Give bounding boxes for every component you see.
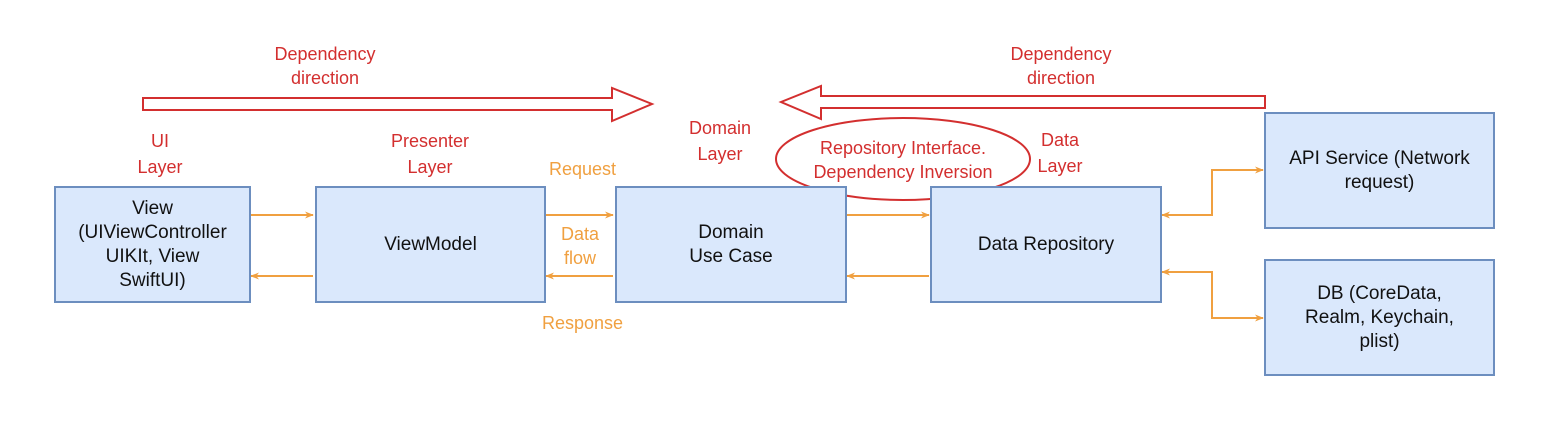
domain-use-case-box: Domain Use Case	[615, 186, 847, 303]
response-label: Response	[541, 313, 624, 333]
view-box: View (UIViewController UIKIt, View Swift…	[54, 186, 251, 303]
dependency-arrow-left	[778, 84, 1266, 121]
data-repository-box: Data Repository	[930, 186, 1162, 303]
arrow-repository-api	[1161, 166, 1264, 219]
dependency-direction-label-right: Dependency direction	[1010, 44, 1112, 88]
dependency-arrow-right	[142, 86, 655, 123]
dependency-direction-label-left: Dependency direction	[274, 44, 376, 88]
ui-layer-label: UI Layer	[137, 131, 183, 177]
arrow-repository-db	[1161, 268, 1264, 322]
data-layer-label: Data Layer	[1037, 130, 1083, 176]
presenter-layer-label: Presenter Layer	[390, 131, 470, 177]
db-box: DB (CoreData, Realm, Keychain, plist)	[1264, 259, 1495, 376]
api-service-box: API Service (Network request)	[1264, 112, 1495, 229]
data-flow-label: Data flow	[560, 224, 600, 268]
repository-interface-ellipse	[775, 117, 1031, 201]
viewmodel-box: ViewModel	[315, 186, 546, 303]
repository-interface-note: Repository Interface. Dependency Inversi…	[813, 138, 993, 182]
request-label: Request	[548, 159, 617, 179]
domain-layer-label: Domain Layer	[688, 118, 752, 164]
